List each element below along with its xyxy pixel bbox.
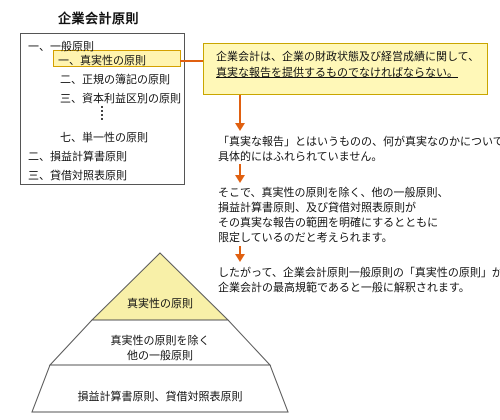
paragraph-2: そこで、真実性の原則を除く、他の一般原則、 損益計算書原則、及び貸借対照表原則が… <box>218 185 449 245</box>
quote-box <box>203 43 488 95</box>
toc-item-general-principles: 一、一般原則 <box>28 40 94 53</box>
paragraph-1: 「真実な報告」とはいうものの、何が真実なのかについて 具体的にはふれられていませ… <box>218 134 500 164</box>
pyramid-middle-label: 真実性の原則を除く 他の一般原則 <box>80 333 240 363</box>
toc-item-truthfulness: 一、真実性の原則 <box>58 54 146 67</box>
quote-text: 企業会計は、企業の財政状態及び経営成績に関して、 真実な報告を提供するものでなけ… <box>216 49 486 81</box>
arrow-3-shaft <box>239 246 241 255</box>
pyramid-middle-line-1: 真実性の原則を除く <box>110 334 210 347</box>
arrow-2-shaft <box>239 164 241 176</box>
toc-item-capital-profit: 三、資本利益区別の原則 <box>60 92 181 105</box>
diagram-title: 企業会計原則 <box>58 12 140 27</box>
quote-line-1: 企業会計は、企業の財政状態及び経営成績に関して、 <box>216 50 480 63</box>
connector-line <box>180 60 203 62</box>
toc-item-bookkeeping: 二、正規の簿記の原則 <box>60 73 170 86</box>
paragraph-3-line-2: 企業会計の最高規範であると一般に解釈されます。 <box>218 281 470 294</box>
toc-box <box>20 33 185 185</box>
paragraph-2-line-2: 損益計算書原則、及び貸借対照表原則が <box>218 201 416 214</box>
pyramid-bottom-label: 損益計算書原則、貸借対照表原則 <box>77 390 243 403</box>
paragraph-3: したがって、企業会計原則一般原則の「真実性の原則」が 企業会計の最高規範であると… <box>218 265 500 295</box>
arrow-1-shaft <box>239 95 241 124</box>
principles-pyramid <box>31 252 289 413</box>
paragraph-2-line-3: その真実な報告の範囲を明確にするとともに <box>218 216 439 229</box>
arrow-1-head <box>235 123 245 131</box>
toc-item-balance-sheet: 三、貸借対照表原則 <box>28 169 127 182</box>
toc-item-income-statement: 二、損益計算書原則 <box>28 150 127 163</box>
paragraph-2-line-4: 限定しているのだと考えられます。 <box>218 231 393 244</box>
pyramid-middle-line-2: 他の一般原則 <box>127 349 193 362</box>
paragraph-1-line-2: 具体的にはふれられていません。 <box>218 150 383 163</box>
paragraph-2-line-1: そこで、真実性の原則を除く、他の一般原則、 <box>218 186 449 199</box>
paragraph-3-line-1: したがって、企業会計原則一般原則の「真実性の原則」が <box>218 266 500 279</box>
toc-highlight <box>53 50 181 67</box>
pyramid-bottom-tier <box>31 364 289 413</box>
paragraph-1-line-1: 「真実な報告」とはいうものの、何が真実なのかについて <box>218 135 500 148</box>
arrow-2-head <box>235 175 245 183</box>
quote-line-2: 真実な報告を提供するものでなければならない。 <box>216 66 458 79</box>
pyramid-top-label: 真実性の原則 <box>127 297 193 310</box>
toc-ellipsis <box>101 106 105 120</box>
toc-item-single: 七、単一性の原則 <box>60 131 148 144</box>
arrow-3-head <box>235 254 245 262</box>
